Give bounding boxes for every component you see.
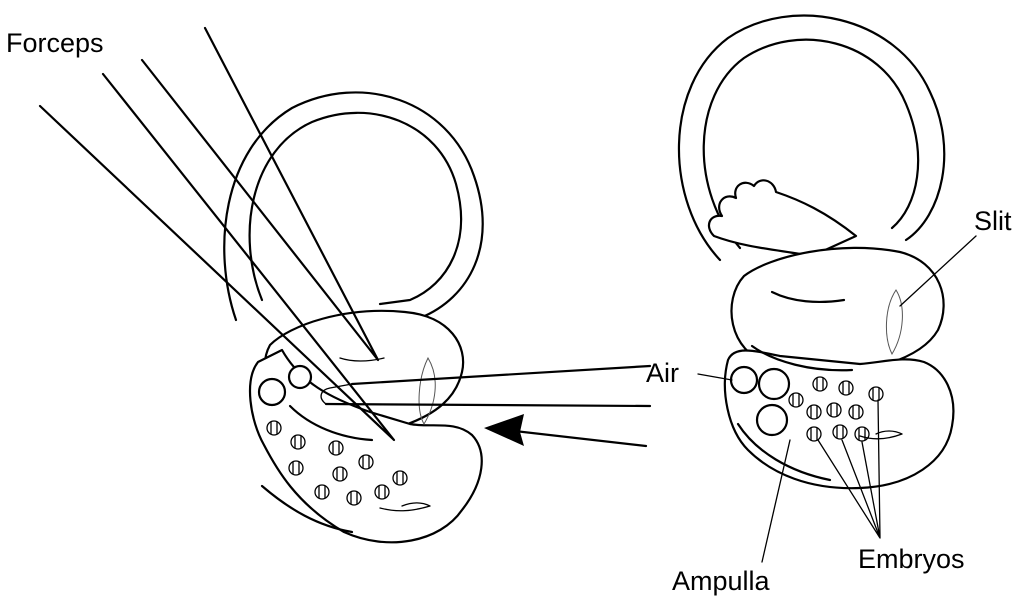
slit-label: Slit: [974, 206, 1012, 236]
embryos-label: Embryos: [858, 544, 965, 574]
left-panel: [40, 28, 650, 542]
forceps-label: Forceps: [6, 28, 104, 58]
left-oviduct-loop-inner: [250, 113, 461, 304]
direction-arrow: [484, 414, 646, 446]
right-air-bubble: [757, 405, 787, 435]
left-oviduct-loop-outer: [224, 92, 482, 322]
right-infundibulum: [709, 180, 856, 256]
air-label: Air: [646, 358, 679, 388]
forceps-blade-inner: [142, 28, 378, 360]
right-panel: [679, 16, 953, 489]
right-air-bubble: [759, 369, 789, 399]
left-air-bubble: [259, 379, 285, 405]
left-air-bubble: [289, 366, 311, 388]
right-air-bubble: [731, 367, 757, 393]
ampulla-label: Ampulla: [672, 566, 771, 596]
arrow-head: [484, 414, 524, 446]
